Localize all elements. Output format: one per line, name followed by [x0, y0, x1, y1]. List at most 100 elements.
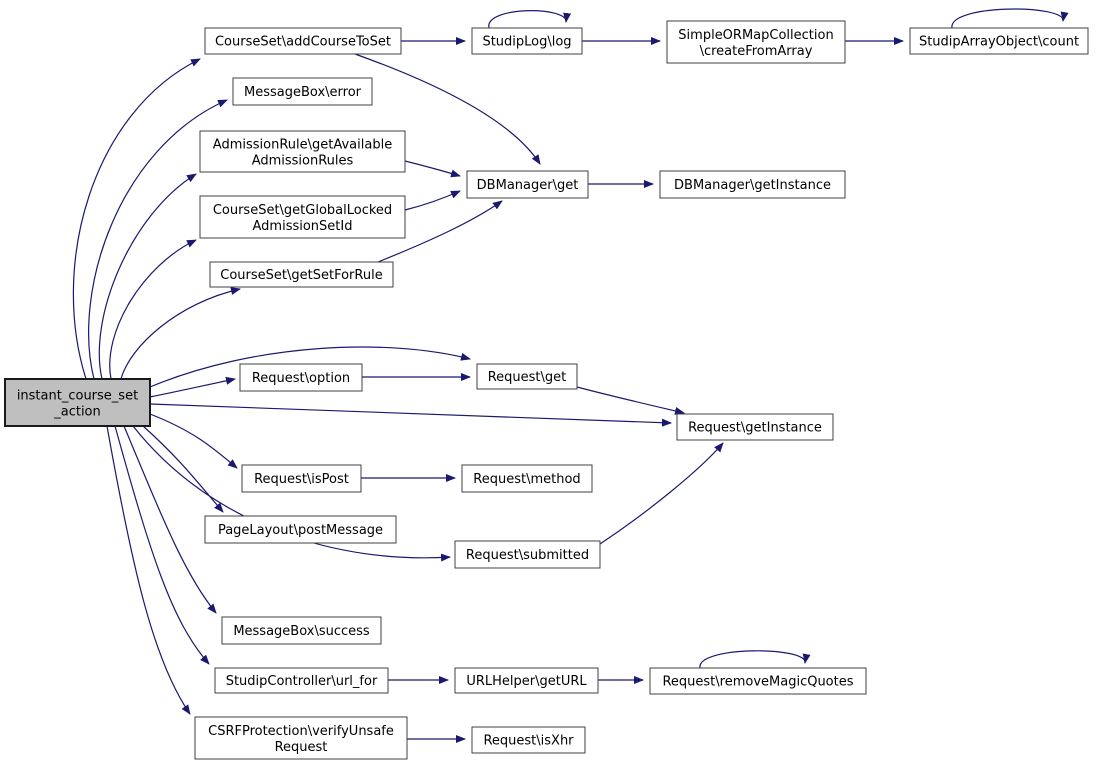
node-label: AdmissionRules: [252, 154, 354, 169]
node-box[interactable]: [471, 726, 586, 754]
node-studiplog-log[interactable]: StudipLog\log: [471, 27, 583, 55]
edge-instant_course_set_action--courseset-getsetforrule: [120, 287, 241, 380]
self-loop-edge-studiparrayobject-count--studiparrayobject-count: [951, 8, 1069, 29]
node-label: AdmissionRule\getAvailable: [213, 138, 392, 153]
node-label: Request\submitted: [466, 548, 589, 563]
node-label: Request\get: [488, 370, 567, 385]
node-courseset-addcoursetoset[interactable]: CourseSet\addCourseToSet: [204, 27, 402, 55]
node-request-submitted[interactable]: Request\submitted: [454, 540, 601, 569]
node-label: CourseSet\addCourseToSet: [215, 35, 391, 50]
node-label: PageLayout\postMessage: [218, 523, 383, 538]
edge-instant_course_set_action--request-getinstance: [149, 403, 672, 427]
edge-instant_course_set_action--request-ispost: [149, 413, 238, 469]
edge-instant_course_set_action--messagebox-error: [88, 99, 228, 380]
node-box[interactable]: [666, 20, 846, 64]
node-label: Request: [275, 740, 328, 755]
edge-admissionrule-getavailableadmissionrules--dbmanager-get: [404, 160, 461, 178]
edge-instant_course_set_action--courseset-addcoursetoset: [72, 58, 201, 380]
node-label: URLHelper\getURL: [466, 674, 587, 689]
node-label: StudipController\url_for: [226, 674, 378, 689]
edge-instant_course_set_action--request-option: [149, 376, 236, 398]
edge-courseset-getgloballockedadmissionsetid--dbmanager-get: [404, 190, 461, 211]
node-request-isxhr[interactable]: Request\isXhr: [471, 726, 586, 754]
node-box[interactable]: [461, 464, 593, 493]
node-box[interactable]: [241, 464, 362, 493]
node-box[interactable]: [209, 261, 394, 288]
node-request-method[interactable]: Request\method: [461, 464, 593, 493]
node-label: MessageBox\success: [233, 624, 370, 639]
node-box[interactable]: [194, 716, 408, 760]
node-label: SimpleORMapCollection: [678, 28, 833, 43]
node-messagebox-success[interactable]: MessageBox\success: [221, 616, 382, 645]
node-courseset-getsetforrule[interactable]: CourseSet\getSetForRule: [209, 261, 394, 288]
node-label: \createFromArray: [700, 44, 813, 59]
edge-instant_course_set_action--pagelayout-postmessage: [142, 425, 224, 513]
node-box[interactable]: [239, 363, 363, 392]
node-studipcontroller-url_for[interactable]: StudipController\url_for: [214, 667, 389, 694]
node-box[interactable]: [466, 170, 589, 199]
edge-request-get--request-getinstance: [576, 386, 685, 415]
node-box[interactable]: [199, 130, 406, 173]
node-label: Request\getInstance: [688, 421, 822, 436]
self-loop-edge-studiplog-log--studiplog-log: [488, 10, 572, 29]
node-box[interactable]: [214, 667, 389, 694]
node-urlhelper-geturl[interactable]: URLHelper\getURL: [454, 667, 599, 694]
node-label: Request\method: [473, 472, 580, 487]
node-box[interactable]: [676, 413, 834, 441]
edge-instant_course_set_action--request-get: [149, 346, 471, 388]
node-box[interactable]: [659, 170, 846, 199]
node-label: Request\removeMagicQuotes: [662, 675, 853, 690]
node-label: CourseSet\getSetForRule: [220, 268, 382, 283]
node-label: StudipLog\log: [482, 35, 571, 50]
root-node-box: [4, 378, 151, 427]
node-studiparrayobject-count[interactable]: StudipArrayObject\count: [909, 27, 1089, 55]
node-simpleormapcollection-createfromarray[interactable]: SimpleORMapCollection\createFromArray: [666, 20, 846, 64]
edge-instant_course_set_action--csrfprotection-verifyunsaferequest: [106, 425, 191, 715]
node-box[interactable]: [476, 363, 578, 390]
node-box[interactable]: [232, 77, 373, 106]
node-label: StudipArrayObject\count: [919, 35, 1079, 50]
node-label: MessageBox\error: [244, 85, 362, 100]
node-dbmanager-get[interactable]: DBManager\get: [466, 170, 589, 199]
node-label: DBManager\getInstance: [674, 178, 831, 193]
node-box[interactable]: [221, 616, 382, 645]
edge-request-submitted--request-getinstance: [599, 442, 724, 545]
self-loop-edge-request-removemagicquotes--request-removemagicquotes: [699, 650, 811, 669]
node-instant_course_set_action: instant_course_set_action: [4, 378, 151, 427]
node-label: CourseSet\getGlobalLocked: [213, 203, 392, 218]
node-request-getinstance[interactable]: Request\getInstance: [676, 413, 834, 441]
node-box[interactable]: [909, 27, 1089, 55]
node-label: AdmissionSetId: [253, 219, 353, 234]
node-box[interactable]: [471, 27, 583, 55]
node-messagebox-error[interactable]: MessageBox\error: [232, 77, 373, 106]
node-box[interactable]: [204, 515, 397, 544]
node-label: _action: [53, 405, 101, 420]
node-request-removemagicquotes[interactable]: Request\removeMagicQuotes: [649, 667, 867, 695]
node-dbmanager-getinstance[interactable]: DBManager\getInstance: [659, 170, 846, 199]
edge-instant_course_set_action--admissionrule-getavailableadmissionrules: [98, 173, 197, 380]
node-label: Request\isXhr: [483, 734, 574, 749]
nodes-layer: instant_course_set_action CourseSet\addCo…: [4, 20, 1089, 760]
node-request-ispost[interactable]: Request\isPost: [241, 464, 362, 493]
edge-instant_course_set_action--courseset-getgloballockedadmissionsetid: [109, 239, 197, 380]
edge-instant_course_set_action--messagebox-success: [123, 425, 217, 614]
node-label: instant_course_set: [17, 389, 138, 404]
node-pagelayout-postmessage[interactable]: PageLayout\postMessage: [204, 515, 397, 544]
edges-layer: [72, 8, 1069, 743]
node-label: CSRFProtection\verifyUnsafe: [208, 724, 394, 739]
node-box[interactable]: [199, 195, 406, 239]
node-box[interactable]: [649, 667, 867, 695]
node-box[interactable]: [454, 667, 599, 694]
node-box[interactable]: [204, 27, 402, 55]
edge-instant_course_set_action--studipcontroller-url_for: [114, 425, 210, 665]
node-box[interactable]: [454, 540, 601, 569]
edge-courseset-getsetforrule--dbmanager-get: [377, 200, 503, 263]
node-request-option[interactable]: Request\option: [239, 363, 363, 392]
node-request-get[interactable]: Request\get: [476, 363, 578, 390]
node-label: DBManager\get: [477, 178, 579, 193]
